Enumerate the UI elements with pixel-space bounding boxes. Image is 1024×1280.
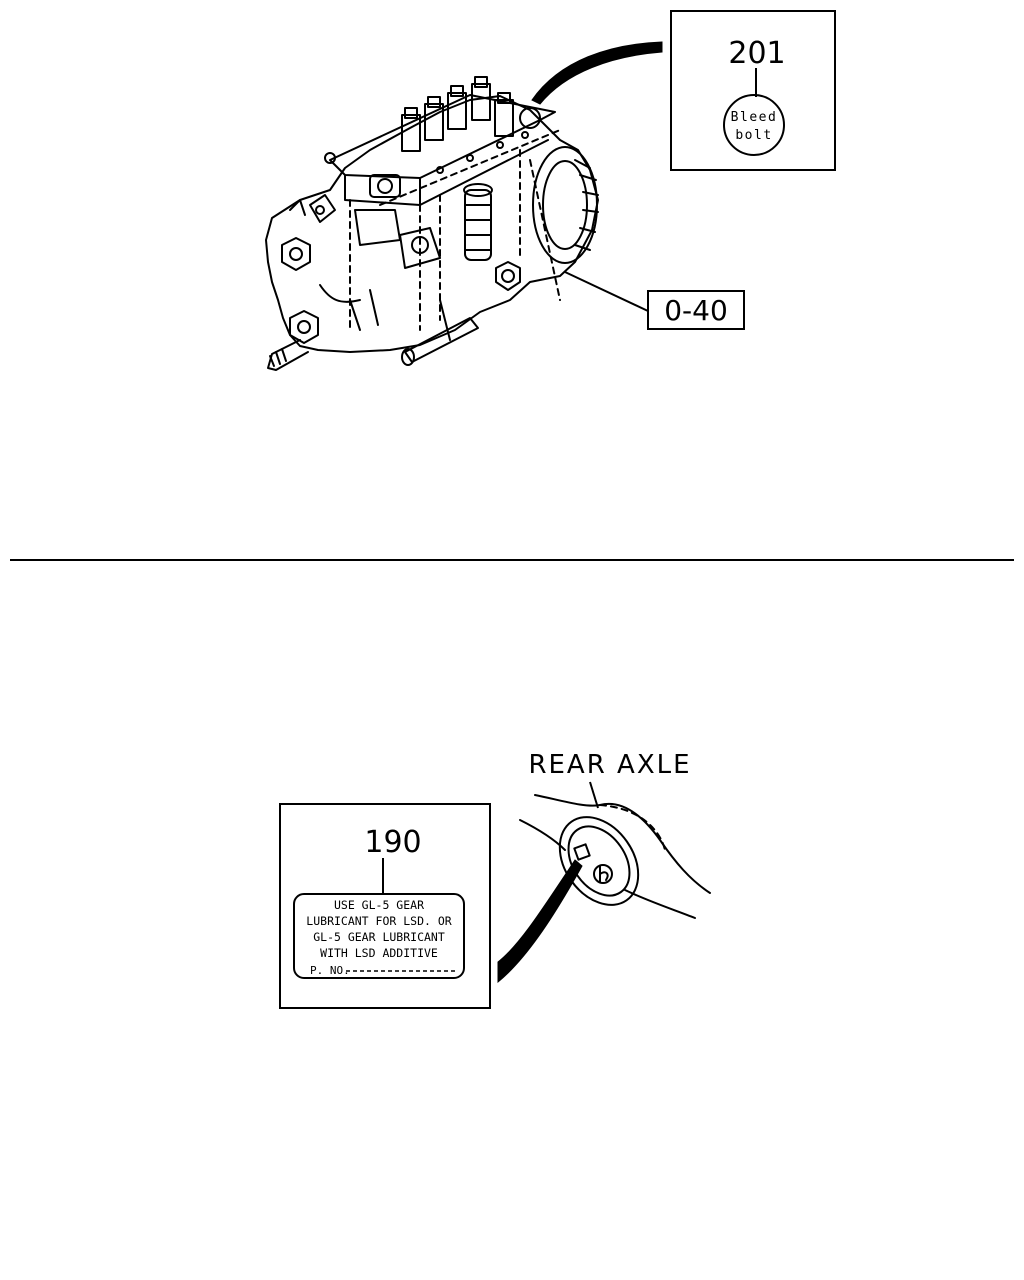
rear-axle-label: REAR AXLE	[528, 750, 691, 780]
part-no-label: P. NO.	[310, 964, 350, 977]
caution-label-plate	[293, 893, 465, 979]
callout-box-201: 201 Bleed bolt	[670, 10, 836, 171]
bleed-bolt-label-line2: bolt	[735, 128, 772, 143]
bleed-bolt-icon	[723, 94, 785, 156]
injection-pump-drawing	[265, 76, 599, 371]
label-line-2: LUBRICANT FOR LSD. OR	[306, 914, 451, 928]
bleed-bolt-label-line1: Bleed	[731, 110, 778, 125]
rear-axle-leader	[589, 781, 599, 809]
part-number-201: 201	[728, 36, 785, 71]
reference-box: 0-40	[647, 290, 745, 330]
label-leader-arrow	[497, 859, 583, 984]
callout-box-190: 190 USE GL-5 GEAR LUBRICANT FOR LSD. OR …	[279, 803, 491, 1009]
reference-0-40: 0-40	[664, 294, 728, 327]
label-line-4: WITH LSD ADDITIVE	[320, 946, 438, 960]
reference-leader-line	[564, 271, 649, 312]
part-number-190: 190	[364, 825, 421, 860]
label-line-1: USE GL-5 GEAR	[334, 898, 424, 912]
bleed-bolt-leader-arrow	[531, 41, 663, 105]
label-line-3: GL-5 GEAR LUBRICANT	[313, 930, 445, 944]
